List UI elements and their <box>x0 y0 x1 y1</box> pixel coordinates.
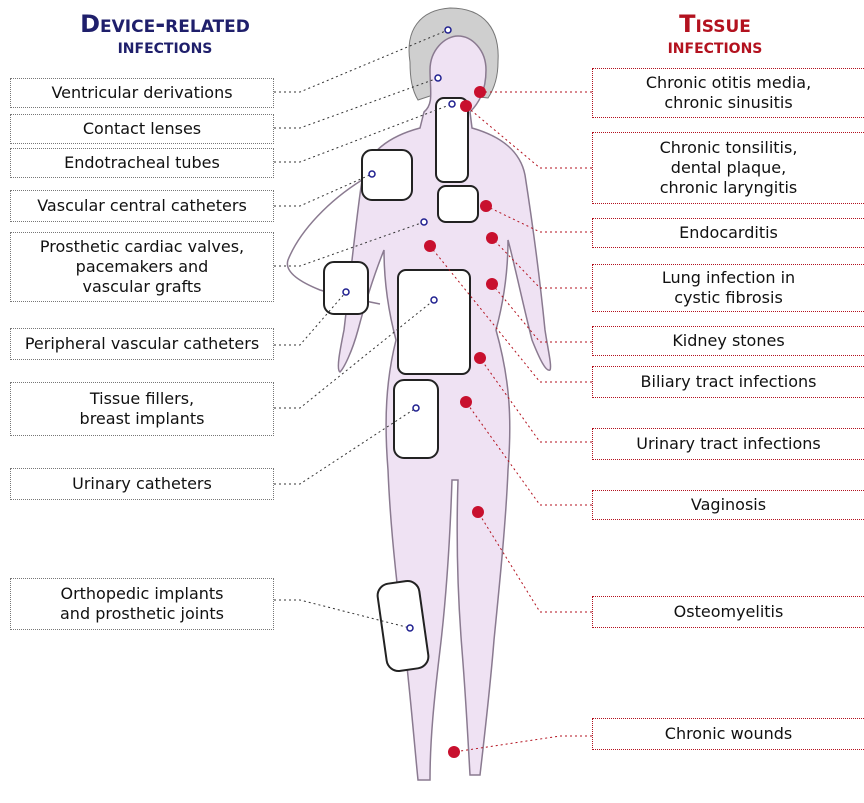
tissue-box-chronic-tonsilitis: Chronic tonsilitis, dental plaque, chron… <box>592 132 864 204</box>
device-heading-line1: Device-related <box>40 12 290 36</box>
tissue-box-lung-infection: Lung infection in cystic fibrosis <box>592 264 864 312</box>
device-box-tissue-fillers: Tissue fillers, breast implants <box>10 382 274 436</box>
tissue-box-chronic-otitis: Chronic otitis media, chronic sinusitis <box>592 68 864 118</box>
device-box-endotracheal-tubes: Endotracheal tubes <box>10 148 274 178</box>
tissue-box-biliary-tract-infections: Biliary tract infections <box>592 366 864 398</box>
device-box-peripheral-vascular-catheters: Peripheral vascular catheters <box>10 328 274 360</box>
tissue-box-endocarditis: Endocarditis <box>592 218 864 248</box>
tissue-heading-line1: Tissue <box>620 12 810 36</box>
tissue-box-vaginosis: Vaginosis <box>592 490 864 520</box>
tissue-box-kidney-stones: Kidney stones <box>592 326 864 356</box>
tissue-box-chronic-wounds: Chronic wounds <box>592 718 864 750</box>
device-heading: Device-related infections <box>40 12 290 56</box>
device-box-vascular-central-catheters: Vascular central catheters <box>10 190 274 222</box>
device-box-prosthetic-cardiac-valves: Prosthetic cardiac valves, pacemakers an… <box>10 232 274 302</box>
device-box-orthopedic-implants: Orthopedic implants and prosthetic joint… <box>10 578 274 630</box>
tissue-box-urinary-tract-infections: Urinary tract infections <box>592 428 864 460</box>
tissue-box-osteomyelitis: Osteomyelitis <box>592 596 864 628</box>
tissue-heading-line2: infections <box>620 36 810 56</box>
device-box-urinary-catheters: Urinary catheters <box>10 468 274 500</box>
device-heading-line2: infections <box>40 36 290 56</box>
device-box-ventricular-derivations: Ventricular derivations <box>10 78 274 108</box>
device-box-contact-lenses: Contact lenses <box>10 114 274 144</box>
tissue-heading: Tissue infections <box>620 12 810 56</box>
